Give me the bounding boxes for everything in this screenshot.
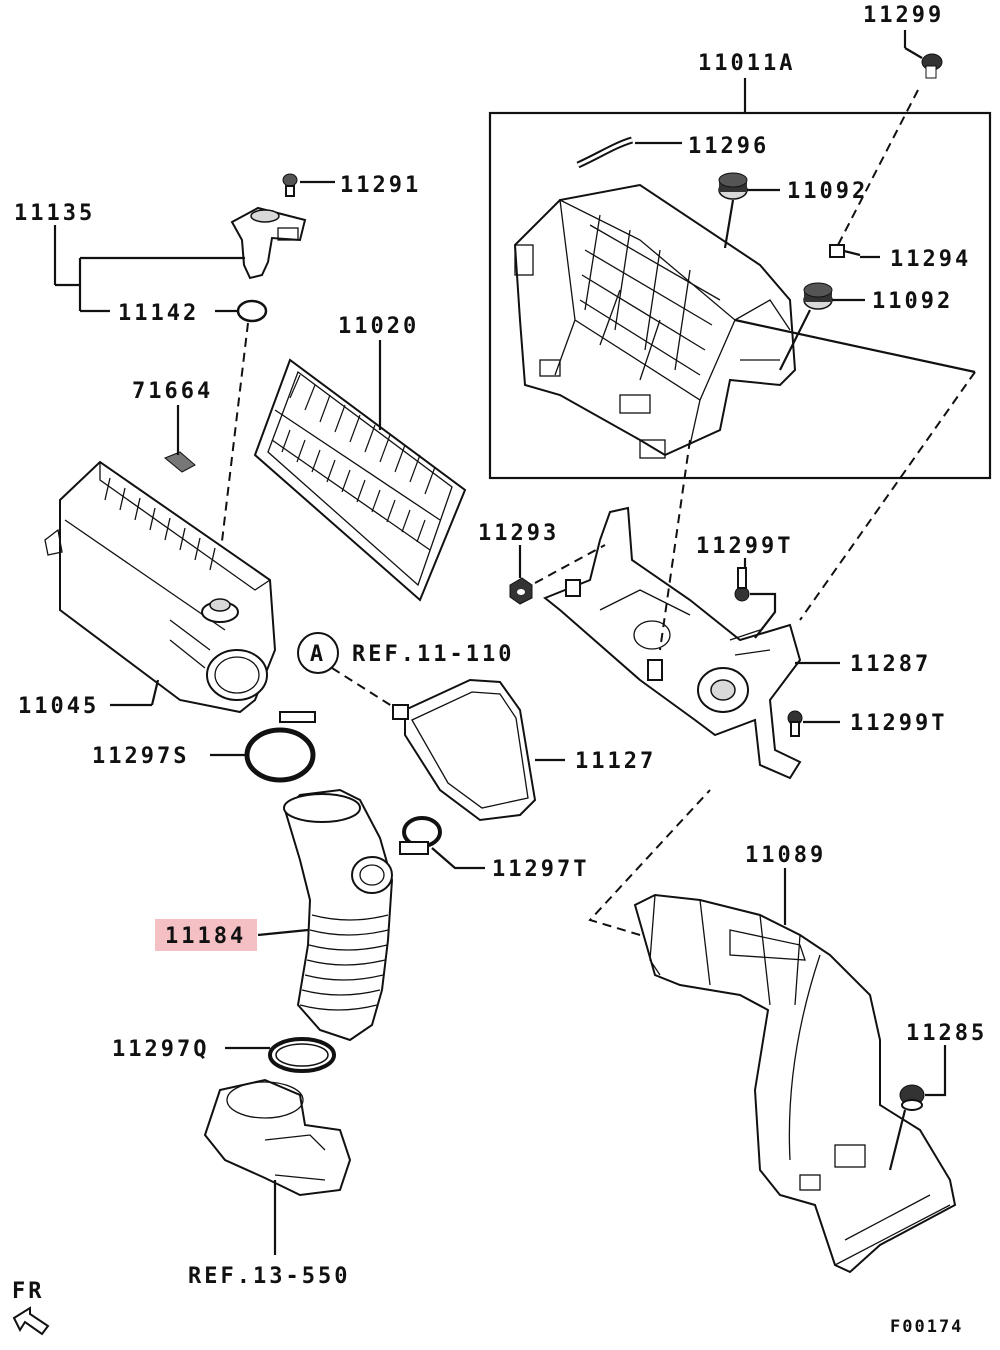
label-11285[interactable]: 11285 <box>906 1021 987 1046</box>
o-ring-icon <box>236 299 268 323</box>
callout-a-circle <box>297 632 339 674</box>
label-11092-lower[interactable]: 11092 <box>872 289 953 314</box>
label-11127[interactable]: 11127 <box>575 749 656 774</box>
nut-icon <box>509 577 533 605</box>
highlight-box <box>155 919 257 951</box>
label-11299T-lower[interactable]: 11299T <box>850 711 947 736</box>
air-duct-11089 <box>633 868 957 1274</box>
resonator-11127 <box>392 678 565 822</box>
label-11299[interactable]: 11299 <box>863 3 944 28</box>
label-11045[interactable]: 11045 <box>18 694 99 719</box>
air-cleaner-cover-group <box>488 78 992 621</box>
label-11293[interactable]: 11293 <box>478 521 559 546</box>
label-11089[interactable]: 11089 <box>745 843 826 868</box>
air-flow-sensor <box>230 206 307 280</box>
air-flow-sensor-group <box>53 173 335 601</box>
label-11092-upper[interactable]: 11092 <box>787 179 868 204</box>
label-11294[interactable]: 11294 <box>890 247 971 272</box>
grommet-icon <box>803 282 833 310</box>
label-11287[interactable]: 11287 <box>850 652 931 677</box>
front-direction-arrow-icon <box>12 1306 50 1336</box>
bolt-icon <box>734 567 750 602</box>
label-11142[interactable]: 11142 <box>118 301 199 326</box>
intake-hose-11184 <box>257 788 394 1042</box>
label-11135[interactable]: 11135 <box>14 201 95 226</box>
cover-assembly-frame <box>488 111 992 480</box>
label-ref-11-110[interactable]: REF.11-110 <box>352 642 514 667</box>
label-11011A[interactable]: 11011A <box>698 51 795 76</box>
throttle-body-part <box>203 1078 352 1255</box>
label-11297S[interactable]: 11297S <box>92 744 189 769</box>
label-11184[interactable]: 11184 <box>165 924 246 949</box>
label-11299T-upper[interactable]: 11299T <box>696 534 793 559</box>
clip-icon <box>829 244 861 258</box>
label-11020[interactable]: 11020 <box>338 314 419 339</box>
front-label: FR <box>12 1279 45 1304</box>
grommet-icon <box>718 172 748 200</box>
hose-clamp-icon <box>399 816 442 855</box>
label-11296[interactable]: 11296 <box>688 134 769 159</box>
grommet-icon <box>899 1084 925 1111</box>
bracket-11287 <box>543 506 840 780</box>
label-ref-13-550[interactable]: REF.13-550 <box>188 1264 350 1289</box>
hose-clamp-icon <box>268 1037 336 1073</box>
label-11297Q[interactable]: 11297Q <box>112 1037 209 1062</box>
label-71664[interactable]: 71664 <box>132 379 213 404</box>
label-11297T[interactable]: 11297T <box>492 857 589 882</box>
figure-code: F00174 <box>890 1317 963 1337</box>
air-filter-element <box>253 340 467 602</box>
label-11291[interactable]: 11291 <box>340 173 421 198</box>
callout-a-letter: A <box>310 642 326 667</box>
air-cleaner-body <box>44 460 277 714</box>
screw-icon <box>903 30 943 79</box>
bolt-icon <box>787 710 803 737</box>
hose-clamp-icon <box>244 711 316 783</box>
label-plate-icon <box>164 405 196 473</box>
